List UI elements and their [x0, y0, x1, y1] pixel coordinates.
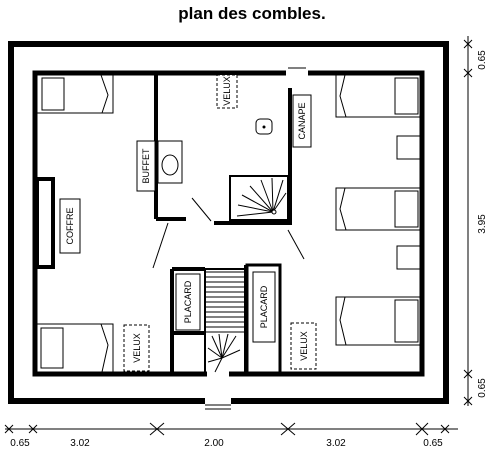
buffet-label-box — [136, 140, 156, 192]
dimension-tick — [463, 39, 473, 49]
door-swing — [191, 197, 212, 222]
velux-window — [216, 74, 238, 109]
stair-step — [271, 177, 274, 213]
stair-step — [237, 204, 274, 213]
stair-winder — [207, 347, 223, 359]
stair-step — [249, 185, 274, 213]
placard-left-label-box — [175, 273, 201, 331]
canape-label-box — [292, 94, 312, 148]
placard-right-label: PLACARD — [259, 285, 269, 328]
buffet-label: BUFFET — [141, 148, 151, 184]
stair-upper — [229, 175, 289, 221]
stair-lower-steps — [205, 271, 245, 328]
stair-winder — [214, 357, 223, 373]
dimension-tick — [4, 424, 14, 434]
bed — [36, 323, 114, 373]
stair-step — [272, 192, 287, 213]
coffre-label-box — [59, 198, 81, 254]
bed — [335, 296, 421, 346]
dimension-label: 0.65 — [423, 438, 443, 449]
bed — [36, 74, 114, 114]
coffre-chest — [35, 177, 55, 269]
stair-winder — [207, 357, 223, 363]
stair-step — [236, 211, 274, 217]
dimension-tick — [28, 424, 38, 434]
velux-label: VELUX — [299, 331, 309, 361]
velux-label: VELUX — [222, 76, 232, 106]
toilet-drain — [262, 125, 266, 129]
dimension-tick — [149, 422, 165, 436]
bath-unit — [157, 140, 183, 184]
door-swing — [152, 222, 169, 269]
outer-door-gap — [205, 397, 231, 405]
stair-step — [272, 179, 284, 213]
placard-right-cabinet — [245, 263, 282, 375]
coffre-label: COFFRE — [65, 208, 75, 245]
night-table — [396, 135, 421, 160]
stair-step — [241, 194, 274, 213]
inner-top-gap — [286, 70, 308, 77]
bed — [335, 187, 421, 231]
stair-winder — [221, 349, 241, 359]
door-swing — [287, 229, 305, 260]
dimension-tick — [463, 396, 473, 406]
dimension-tick — [440, 424, 450, 434]
bed — [335, 74, 421, 118]
dimension-tick — [463, 68, 473, 78]
velux-label: VELUX — [132, 333, 142, 363]
dimension-tick — [280, 422, 296, 436]
stair-winder — [218, 333, 223, 359]
night-table — [396, 245, 421, 270]
dimension-tick — [415, 422, 429, 436]
stair-winder — [221, 333, 229, 359]
velux-window — [123, 324, 150, 372]
placard-left-label: PLACARD — [183, 280, 193, 323]
stair-winder — [221, 335, 237, 359]
stair-winder — [211, 335, 223, 359]
placard-right-label-box — [252, 271, 276, 343]
inner-bottom-gap — [207, 371, 229, 378]
dimension-label: 0.65 — [10, 438, 30, 449]
canape-label: CANAPE — [297, 102, 307, 139]
dimension-label: 0.65 — [477, 378, 488, 398]
dimension-label: 3.02 — [326, 438, 346, 449]
dimension-tick — [463, 369, 473, 379]
dimension-label: 2.00 — [204, 438, 224, 449]
stair-step — [260, 179, 274, 213]
dimension-label: 3.95 — [477, 214, 488, 234]
stair-newel — [271, 209, 277, 215]
dimension-label: 3.02 — [70, 438, 90, 449]
velux-window — [290, 322, 317, 370]
dimension-label: 0.65 — [477, 50, 488, 70]
washbasin — [161, 154, 179, 176]
plan-title: plan des combles. — [178, 4, 325, 23]
